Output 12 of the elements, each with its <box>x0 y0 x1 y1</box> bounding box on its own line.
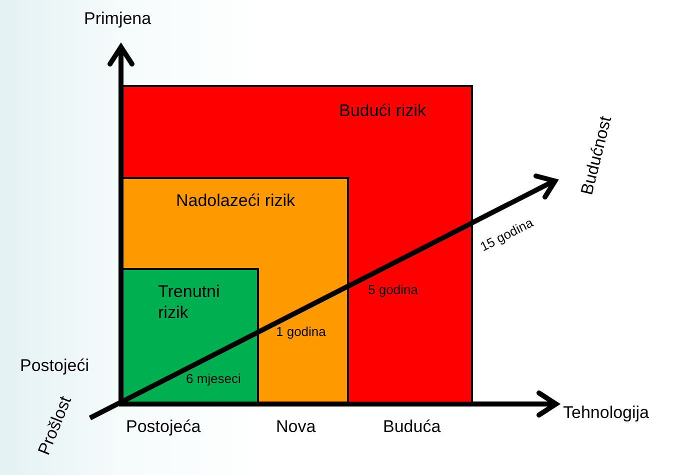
box-title: Trenutni rizik <box>158 281 221 324</box>
axis-label: Buduća <box>383 418 441 435</box>
axis-label: 5 godina <box>368 283 418 296</box>
axis-label: Postojeći <box>20 357 89 374</box>
axis-label: Postojeća <box>126 418 201 435</box>
box-title: Nadolazeći rizik <box>176 190 296 212</box>
box-title: Budući rizik <box>339 100 426 122</box>
axis-label: Nova <box>276 418 316 435</box>
axis-label: 6 mjeseci <box>186 372 241 385</box>
axis-label: Tehnologija <box>563 404 650 421</box>
axis-label: 1 godina <box>276 325 326 338</box>
axis-label: Primjena <box>84 10 152 27</box>
